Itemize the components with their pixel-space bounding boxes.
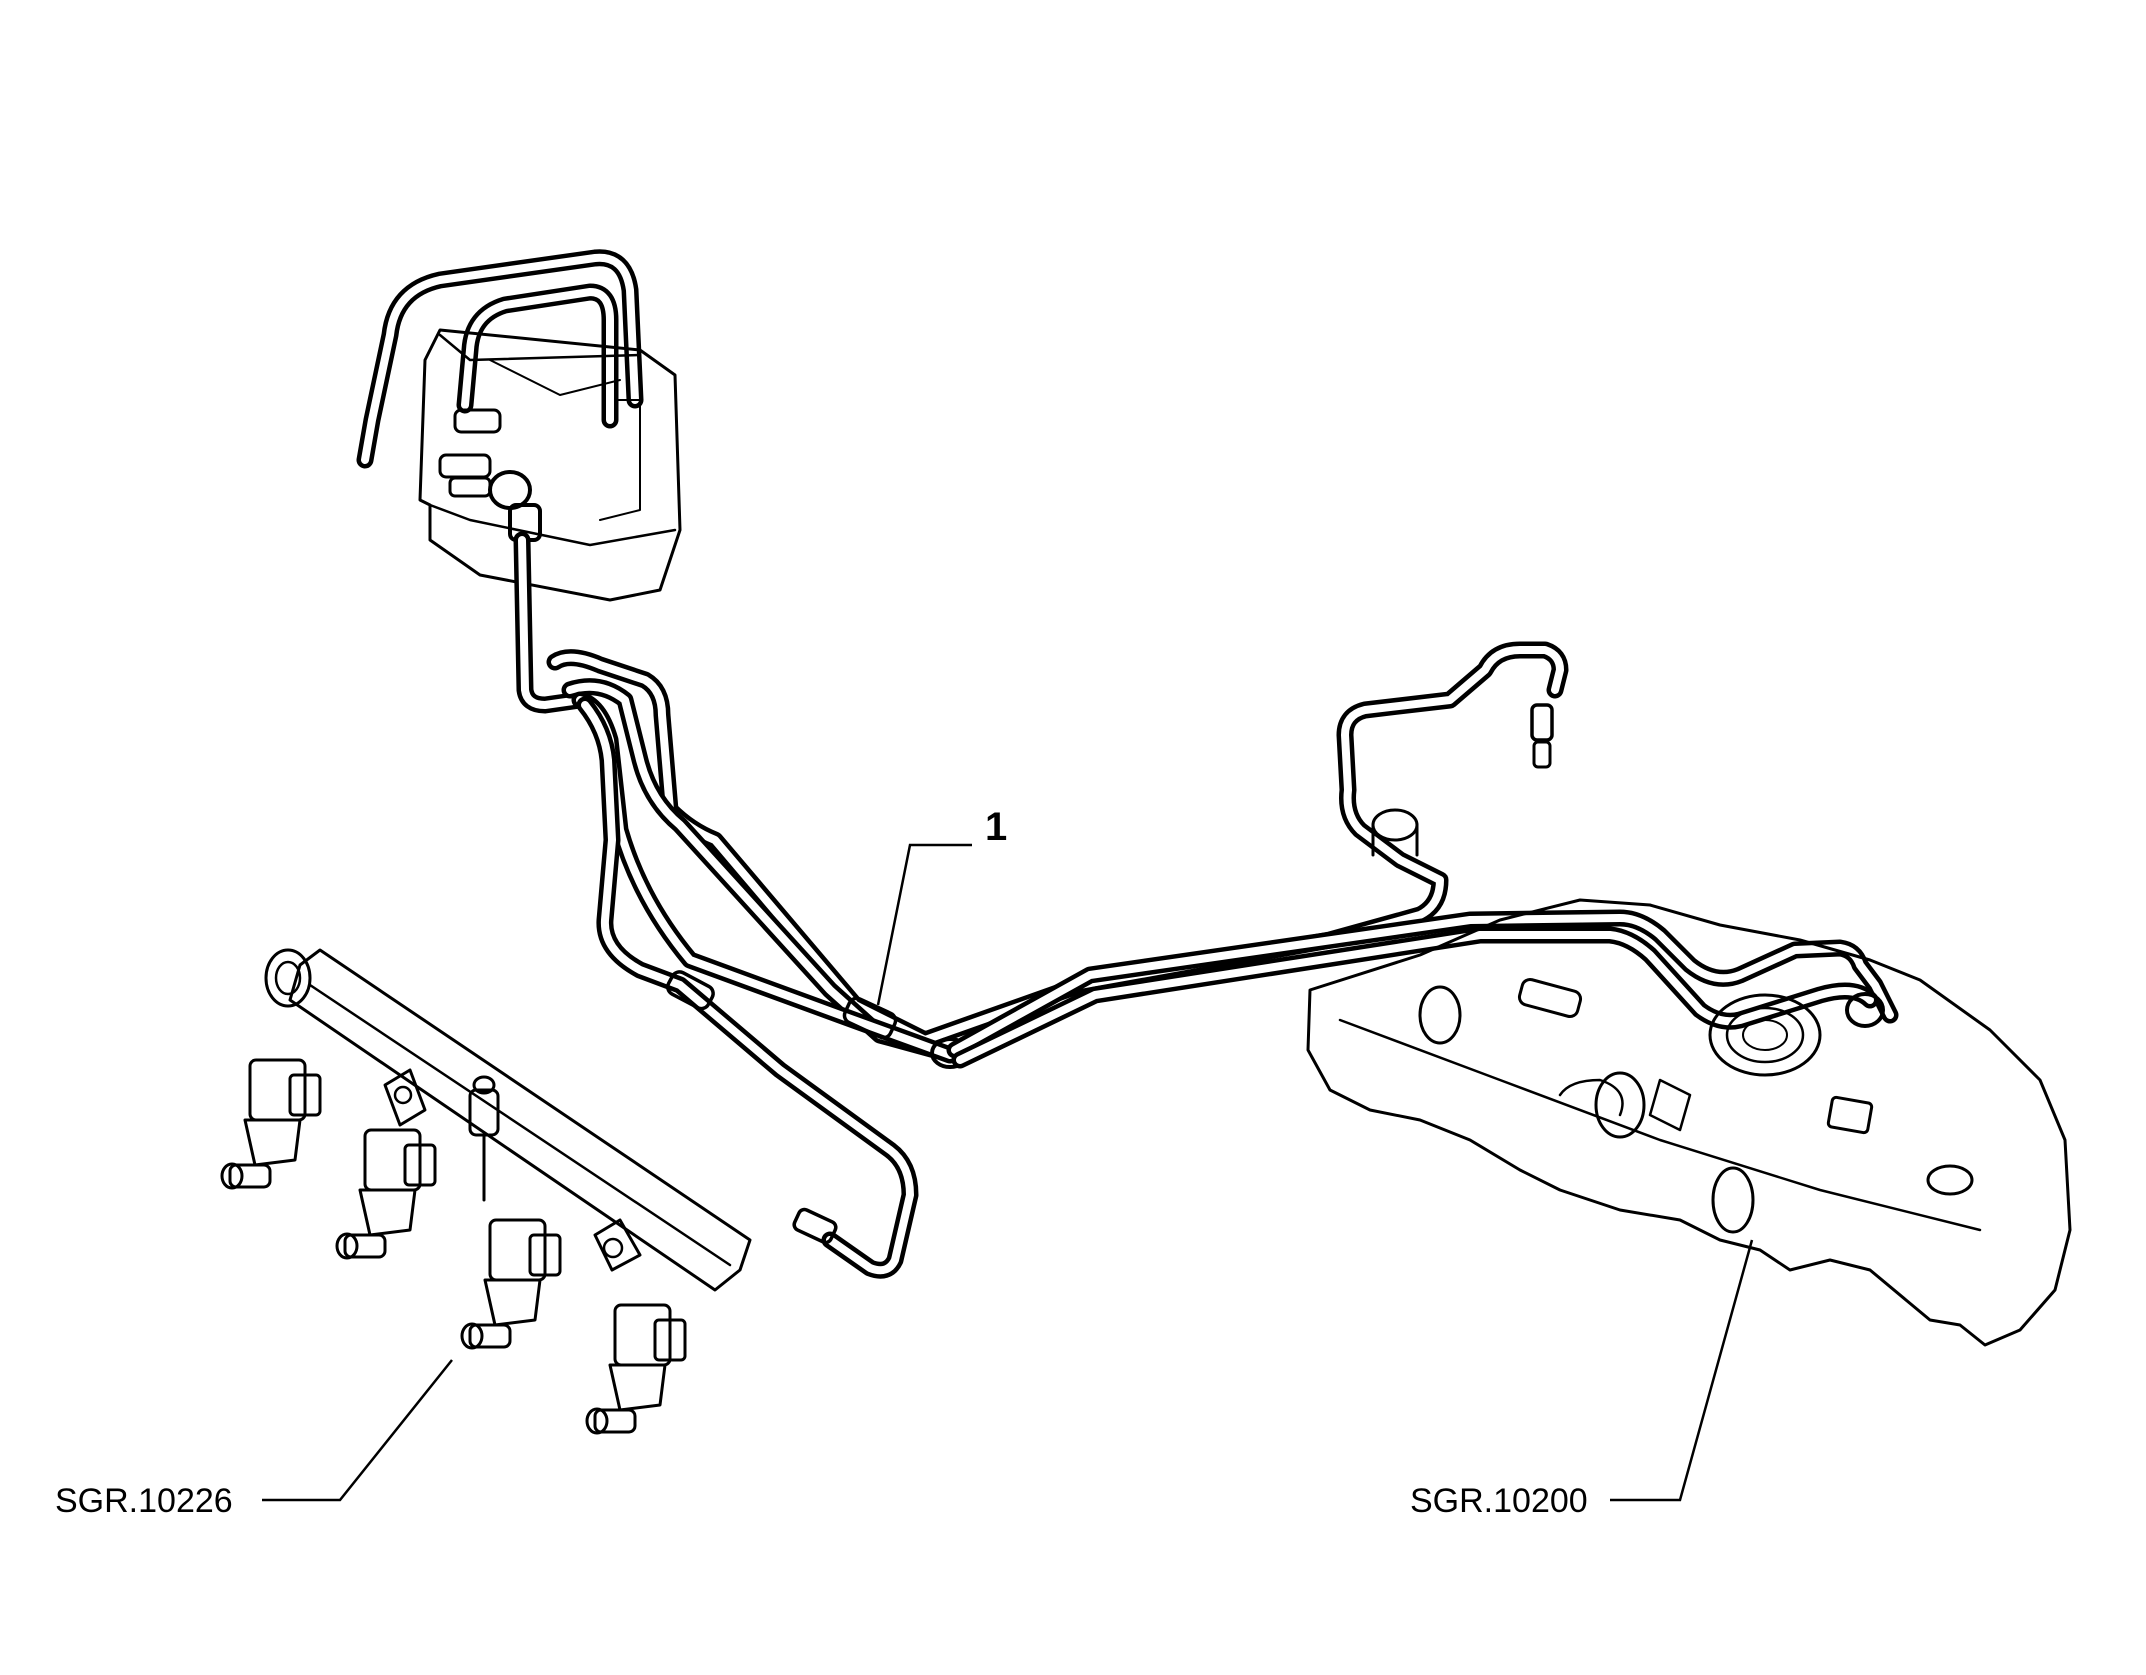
injector-2	[335, 1128, 437, 1260]
part-number-label: 1	[985, 805, 1007, 849]
injector-1	[220, 1058, 322, 1190]
injector-3	[460, 1218, 562, 1350]
callout-part-1: 1	[876, 805, 1007, 1006]
injector-rail-ref-label: SGR.10226	[55, 1482, 233, 1520]
fuel-pipe-assembly	[513, 531, 1899, 1279]
injector-4	[585, 1303, 687, 1435]
fuel-tank-ref-label: SGR.10200	[1410, 1482, 1588, 1520]
carbon-canister	[356, 249, 682, 602]
callout-fuel-tank: SGR.10200	[1410, 1239, 1754, 1520]
fuel-tank	[1306, 808, 2072, 1347]
injector-rail	[220, 948, 752, 1435]
callout-injector-rail: SGR.10226	[55, 1359, 453, 1520]
